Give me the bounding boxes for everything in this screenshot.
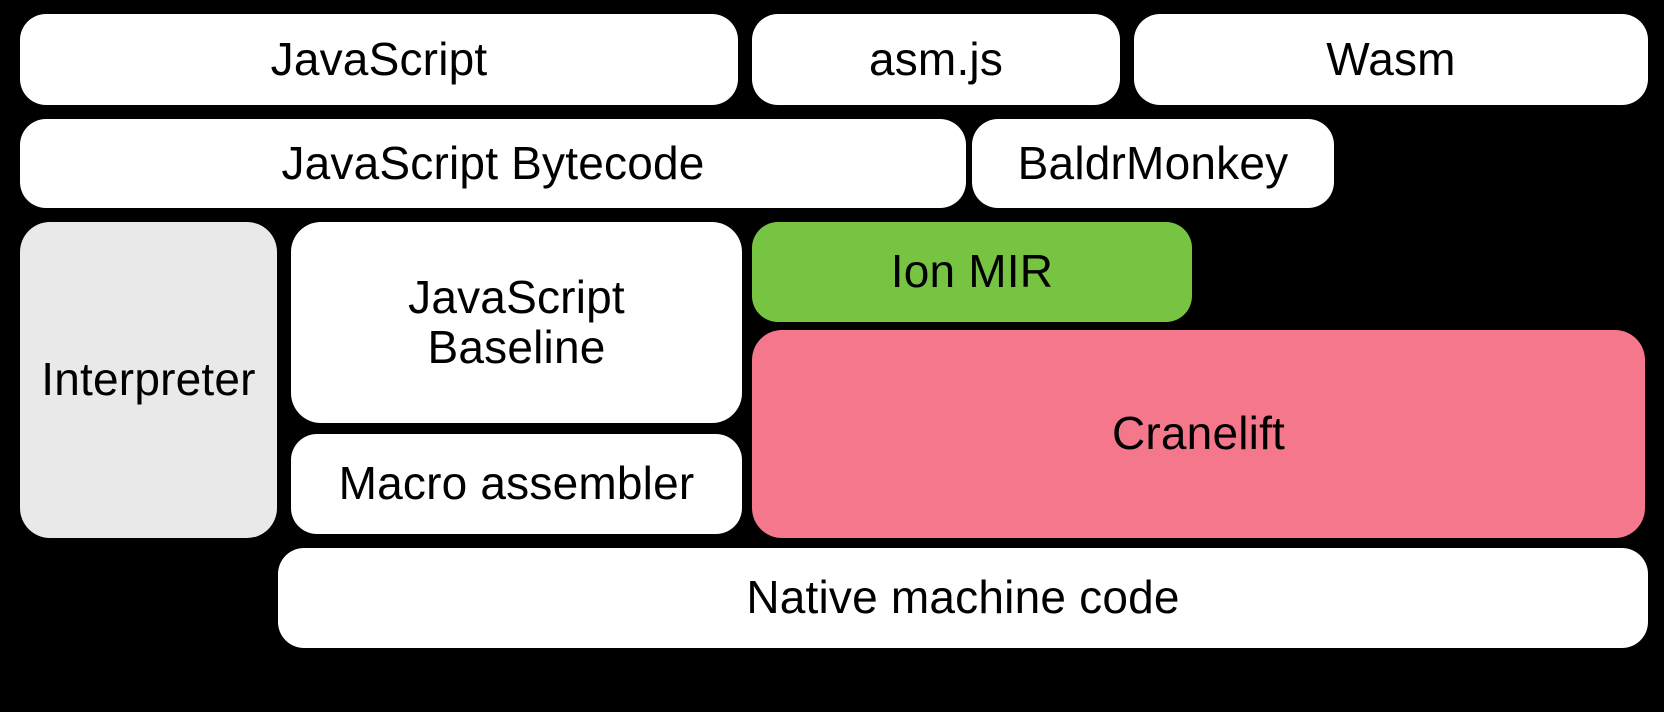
node-ion-mir[interactable]: Ion MIR xyxy=(752,222,1192,322)
node-baldrmonkey[interactable]: BaldrMonkey xyxy=(972,119,1334,208)
node-macro-assembler[interactable]: Macro assembler xyxy=(291,434,742,534)
node-wasm[interactable]: Wasm xyxy=(1134,14,1648,105)
node-javascript[interactable]: JavaScript xyxy=(20,14,738,105)
node-javascript-bytecode[interactable]: JavaScript Bytecode xyxy=(20,119,966,208)
node-asm-js[interactable]: asm.js xyxy=(752,14,1120,105)
node-native-machine-code[interactable]: Native machine code xyxy=(278,548,1648,648)
node-javascript-baseline[interactable]: JavaScript Baseline xyxy=(291,222,742,423)
node-interpreter[interactable]: Interpreter xyxy=(20,222,277,538)
node-cranelift[interactable]: Cranelift xyxy=(752,330,1645,538)
